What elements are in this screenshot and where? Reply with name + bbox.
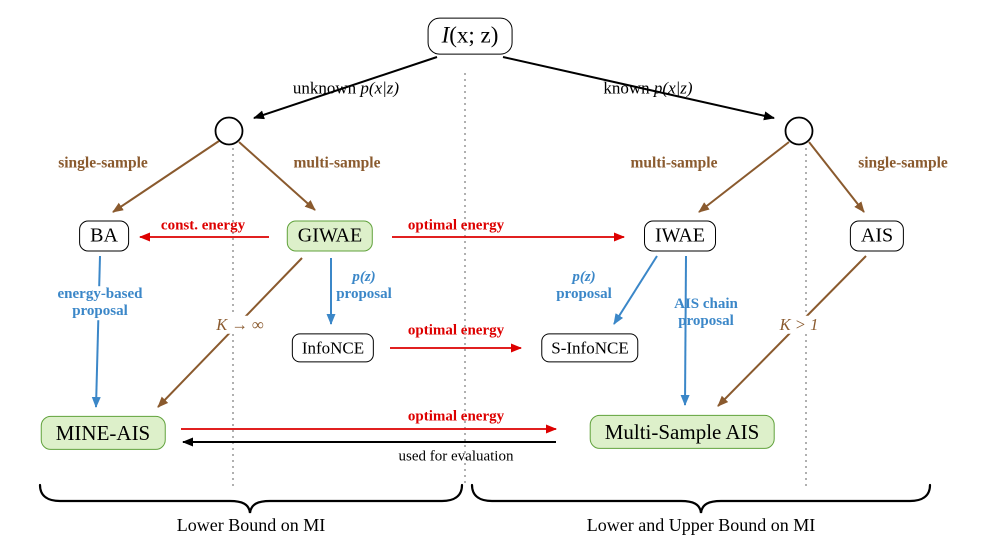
node-ba: BA	[79, 220, 129, 252]
brace-lower-bound	[38, 483, 464, 514]
label-unknown-likelihood: unknown p(x|z)	[292, 78, 400, 98]
label-pz-proposal-right: p(z)proposal	[556, 269, 612, 302]
edge-leftcircle-to-giwae	[238, 141, 316, 211]
label-right-multi-sample: multi-sample	[630, 154, 718, 172]
label-optimal-energy-bottom: optimal energy	[407, 408, 505, 425]
edge-leftcircle-to-ba	[112, 140, 220, 213]
label-k-greater-than-one: K > 1	[776, 315, 822, 335]
left-branch-node-circle	[214, 116, 244, 146]
node-giwae: GIWAE	[286, 220, 374, 252]
label-optimal-energy-mid: optimal energy	[407, 322, 505, 339]
node-ais: AIS	[849, 220, 905, 252]
edge-iwae-to-multisampleais-proposal	[680, 255, 690, 406]
label-optimal-energy-top: optimal energy	[407, 217, 505, 234]
edge-iwae-to-sinfonce-proposal	[613, 255, 658, 325]
node-mutual-information: I(x; z)	[427, 17, 513, 55]
label-used-for-evaluation: used for evaluation	[398, 448, 514, 465]
edge-rightcircle-to-iwae	[698, 141, 790, 213]
edge-ba-to-mineais-proposal	[91, 255, 101, 408]
mi-variable: I	[441, 22, 450, 48]
label-const-energy: const. energy	[160, 217, 246, 234]
label-pz-proposal-left: p(z)proposal	[336, 269, 392, 302]
brace-lower-upper-bound	[470, 483, 932, 514]
label-known-likelihood: known p(x|z)	[603, 78, 693, 98]
right-branch-node-circle	[784, 116, 814, 146]
label-left-multi-sample: multi-sample	[293, 154, 381, 172]
edge-rightcircle-to-ais	[808, 141, 865, 213]
label-right-single-sample: single-sample	[858, 154, 948, 172]
caption-lower-bound: Lower Bound on MI	[176, 514, 326, 535]
caption-lower-upper-bound: Lower and Upper Bound on MI	[586, 514, 816, 535]
mi-arguments: (x; z)	[449, 22, 499, 48]
edge-root-to-right-branch	[502, 56, 775, 121]
edge-root-to-left-branch	[253, 56, 438, 120]
node-s-infonce: S-InfoNCE	[541, 333, 639, 363]
label-left-single-sample: single-sample	[58, 154, 148, 172]
node-mine-ais: MINE-AIS	[40, 415, 166, 451]
node-multi-sample-ais: Multi-Sample AIS	[589, 414, 775, 450]
node-infonce: InfoNCE	[291, 333, 375, 363]
label-k-to-infinity: K → ∞	[213, 315, 267, 335]
node-iwae: IWAE	[644, 220, 716, 252]
